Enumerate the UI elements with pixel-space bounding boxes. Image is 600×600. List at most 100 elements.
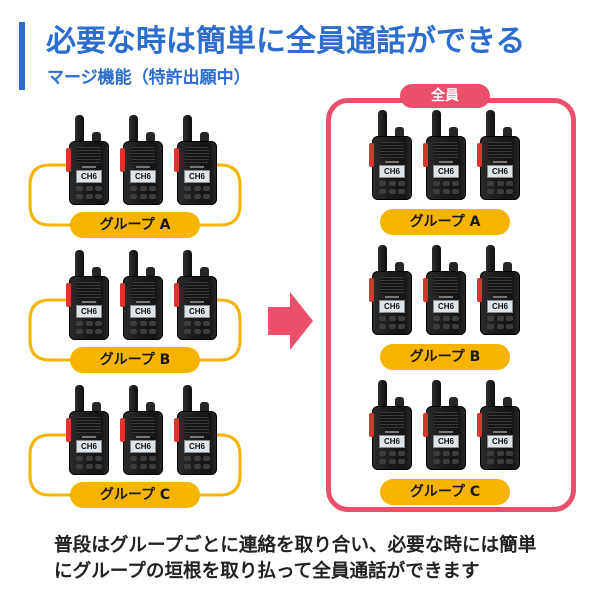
radio-key xyxy=(149,456,156,461)
page-title: 必要な時は簡単に全員通話ができる xyxy=(46,24,526,59)
group-label: グループ B xyxy=(70,347,200,373)
brand-mark xyxy=(136,166,150,168)
radio-key xyxy=(85,321,93,326)
radio-key xyxy=(379,324,386,329)
keypad-row xyxy=(76,186,102,191)
radio-key xyxy=(388,451,396,456)
brand-mark xyxy=(385,161,399,163)
radio-key xyxy=(398,459,405,464)
radio-key xyxy=(388,459,396,464)
radio-key xyxy=(85,456,93,461)
brand-mark xyxy=(493,161,507,163)
keypad-row xyxy=(433,459,459,464)
radio-key xyxy=(379,459,386,464)
speaker-grille xyxy=(131,147,155,164)
radio-antenna xyxy=(378,110,387,140)
radio-key xyxy=(95,194,102,199)
radio-volume-knob xyxy=(146,267,155,278)
radio-key xyxy=(496,316,504,321)
keypad-row xyxy=(76,329,102,334)
radio-volume-knob xyxy=(146,402,155,413)
radio-key xyxy=(130,329,137,334)
keypad-row xyxy=(379,181,405,186)
keypad-row xyxy=(379,324,405,329)
radio-key xyxy=(193,464,201,469)
keypad-row xyxy=(379,189,405,194)
radio-key xyxy=(452,316,459,321)
radio-body: CH6 xyxy=(480,136,520,200)
radio-key xyxy=(398,181,405,186)
radio-key xyxy=(433,324,440,329)
radio-body: CH6 xyxy=(69,141,109,205)
keypad-row xyxy=(433,324,459,329)
description-line-1: 普段はグループごとに連絡を取り合い、必要な時には簡単 xyxy=(54,535,537,556)
radio-key xyxy=(398,324,405,329)
brand-mark xyxy=(190,166,204,168)
keypad-row xyxy=(76,464,102,469)
brand-mark xyxy=(82,436,96,438)
group-label: グループ A xyxy=(380,209,510,235)
walkie-talkie-device: CH6 xyxy=(173,385,219,475)
keypad-row xyxy=(76,456,102,461)
channel-display: CH6 xyxy=(379,300,405,313)
channel-display: CH6 xyxy=(487,165,513,178)
radio-antenna xyxy=(486,380,495,410)
radio-volume-knob xyxy=(200,402,209,413)
radio-key xyxy=(76,464,83,469)
ptt-button xyxy=(477,413,482,437)
radio-key xyxy=(496,181,504,186)
radio-volume-knob xyxy=(449,397,458,408)
walkie-talkie-device: CH6 xyxy=(65,250,111,340)
radio-body: CH6 xyxy=(123,411,163,475)
ptt-button xyxy=(423,413,428,437)
keypad-row xyxy=(130,186,156,191)
radio-antenna xyxy=(129,385,138,415)
radio-key xyxy=(193,186,201,191)
keypad-row xyxy=(184,329,210,334)
radio-key xyxy=(487,451,494,456)
radio-key xyxy=(442,459,450,464)
radio-key xyxy=(95,186,102,191)
radio-key xyxy=(506,189,513,194)
radio-volume-knob xyxy=(503,262,512,273)
radio-key xyxy=(203,321,210,326)
group-bracket xyxy=(28,433,242,497)
ptt-button xyxy=(369,143,374,167)
radio-key xyxy=(139,186,147,191)
speaker-grille xyxy=(488,412,512,429)
radio-volume-knob xyxy=(200,267,209,278)
walkie-talkie-device: CH6 xyxy=(119,250,165,340)
channel-display: CH6 xyxy=(487,435,513,448)
radio-key xyxy=(149,186,156,191)
radio-antenna xyxy=(75,385,84,415)
radio-key xyxy=(139,456,147,461)
description-line-2: にグループの垣根を取り払って全員通話ができます xyxy=(54,561,480,582)
radio-key xyxy=(506,316,513,321)
radio-key xyxy=(184,464,191,469)
radio-key xyxy=(398,316,405,321)
radio-key xyxy=(496,189,504,194)
radio-key xyxy=(388,316,396,321)
radio-key xyxy=(452,189,459,194)
radio-antenna xyxy=(183,250,192,280)
radio-volume-knob xyxy=(503,397,512,408)
walkie-talkie-device: CH6 xyxy=(422,380,468,470)
radio-antenna xyxy=(432,380,441,410)
radio-volume-knob xyxy=(395,262,404,273)
speaker-grille xyxy=(380,412,404,429)
radio-key xyxy=(149,194,156,199)
keypad-row xyxy=(487,459,513,464)
radio-key xyxy=(193,456,201,461)
radio-volume-knob xyxy=(395,127,404,138)
group-label: グループ C xyxy=(70,482,200,508)
keypad-row xyxy=(130,464,156,469)
keypad-row xyxy=(433,189,459,194)
radio-key xyxy=(184,321,191,326)
radio-key xyxy=(379,316,386,321)
brand-mark xyxy=(385,431,399,433)
keypad-row xyxy=(184,464,210,469)
channel-display: CH6 xyxy=(184,440,210,453)
